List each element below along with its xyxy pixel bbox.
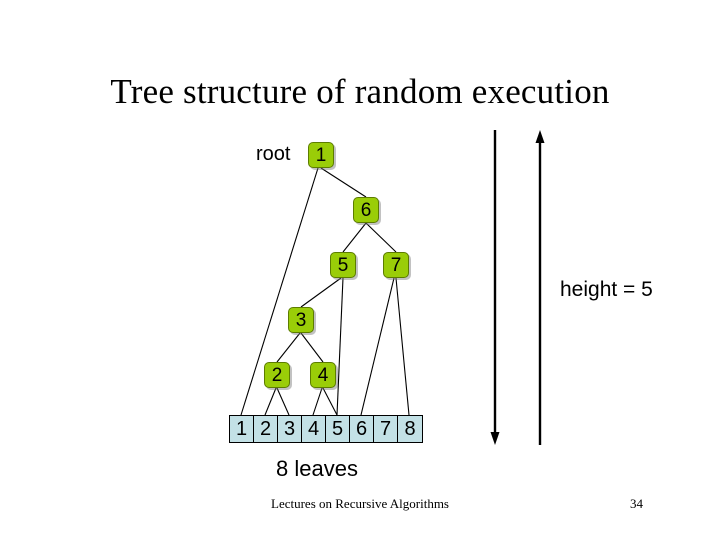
leaf-cell-3: 3 [278, 416, 302, 442]
leaves-annotation: 8 leaves [276, 456, 358, 481]
page-title: Tree structure of random execution [110, 72, 610, 111]
tree-node-6: 6 [353, 197, 379, 223]
root-label: root [256, 143, 291, 165]
tree-edge [395, 277, 410, 416]
tree-node-5: 5 [330, 252, 356, 278]
tree-edge [276, 387, 290, 416]
tree-node-4: 4 [310, 362, 336, 388]
leaf-cell-1: 1 [230, 416, 254, 442]
tree-edge [336, 277, 344, 416]
footer-title: Lectures on Recursive Algorithms [271, 496, 449, 511]
tree-edge [300, 332, 324, 363]
tree-edge [322, 387, 338, 416]
leaf-cell-7: 7 [374, 416, 398, 442]
leaf-cell-2: 2 [254, 416, 278, 442]
height-annotation: height = 5 [560, 278, 653, 301]
tree-edge [276, 332, 301, 363]
tree-edge [320, 167, 367, 198]
footer-page-number: 34 [630, 496, 643, 511]
tree-edge [300, 277, 342, 308]
tree-node-1: 1 [308, 142, 334, 168]
tree-node-7: 7 [383, 252, 409, 278]
height-arrow-down [490, 130, 500, 445]
tree-node-2: 2 [264, 362, 290, 388]
tree-edge [342, 222, 367, 253]
tree-node-3: 3 [288, 307, 314, 333]
leaf-cell-6: 6 [350, 416, 374, 442]
leaf-cell-4: 4 [302, 416, 326, 442]
height-arrow-up [535, 130, 545, 445]
tree-edge [264, 387, 277, 416]
leaf-cell-5: 5 [326, 416, 350, 442]
tree-edge [365, 222, 397, 253]
leaf-cell-8: 8 [398, 416, 422, 442]
tree-edge [360, 277, 395, 416]
tree-edge [312, 387, 323, 416]
